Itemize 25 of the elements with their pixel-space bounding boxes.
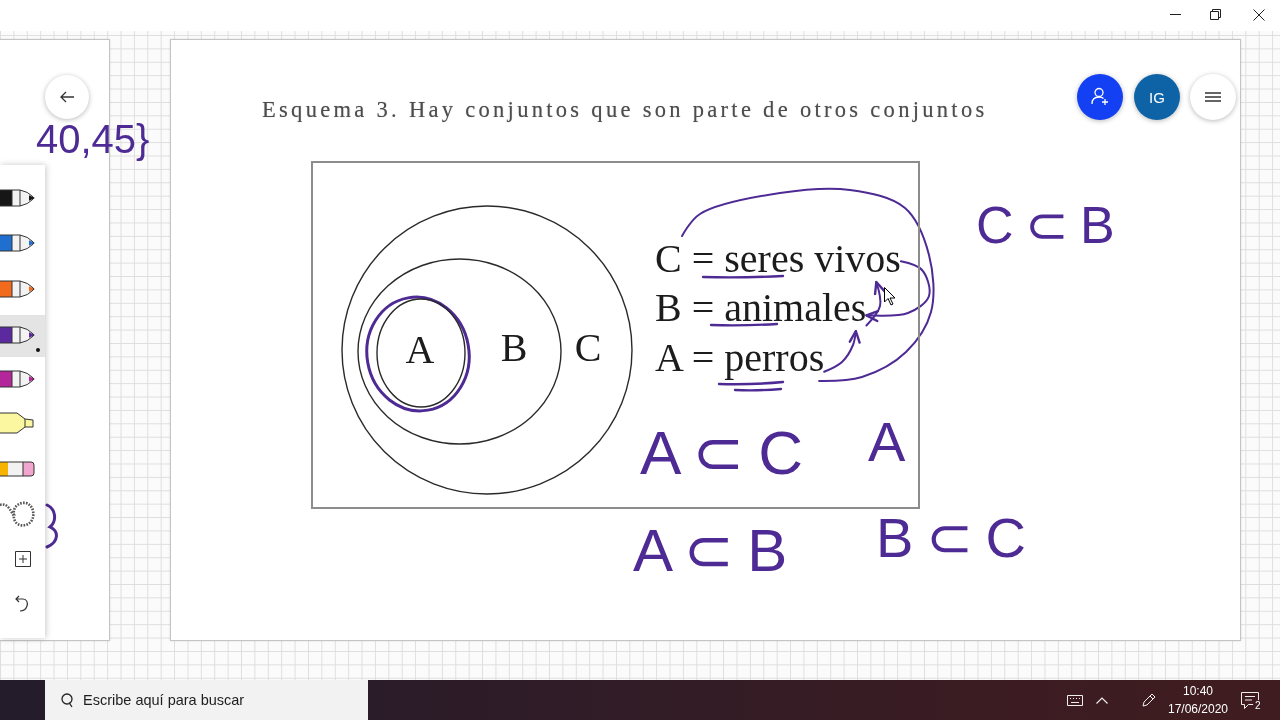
clock-date: 17/06/2020 [1167,702,1229,716]
definition-text: A = perros [655,335,825,381]
diagram-title: Esquema 3. Hay conjuntos que son parte de otros conjuntos [262,96,988,123]
venn-circle [376,298,466,408]
ink-arrow [823,329,861,373]
venn-circle [357,258,562,445]
set-label: B [500,328,528,368]
figure-frame [311,161,920,509]
handwritten-text: B ⊂ C [876,510,1026,566]
ink-line [681,187,935,382]
notification-count: 2 [1253,700,1263,711]
handwritten-text: A [868,414,906,470]
handwritten-text: A ⊂ B [633,521,788,581]
definition-text: B = animales [655,285,867,331]
handwritten-text: A ⊂ C [640,422,804,484]
search-field: Escribe aquí para buscar [45,680,368,720]
ink-arrow [865,280,886,327]
venn-circle [341,205,633,495]
handwritten-text: 40,45} [36,119,150,159]
definition-text: C = seres vivos [655,236,901,282]
clock-time: 10:40 [1183,684,1213,698]
set-label: C [574,328,602,368]
ink-arrow [865,260,931,323]
handwritten-text: C ⊂ B [976,199,1115,251]
set-label: A [405,330,435,370]
